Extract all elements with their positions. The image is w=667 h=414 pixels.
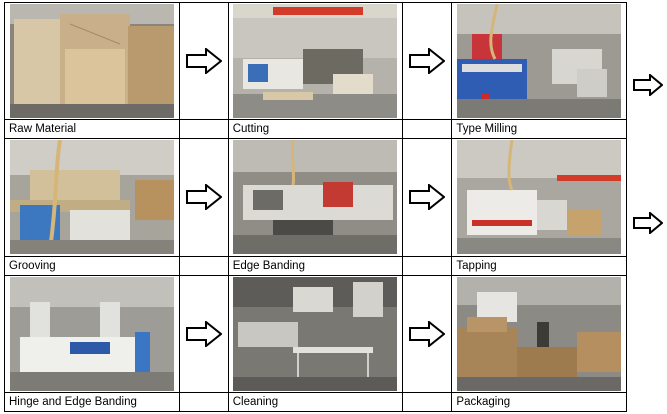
step-image-cell	[451, 274, 627, 393]
raw-material-photo	[9, 4, 174, 118]
arrow-cell	[402, 1, 453, 121]
right-arrow-icon	[409, 320, 446, 347]
step-image-cell	[4, 274, 180, 393]
step-label: Edge Banding	[227, 255, 404, 276]
step-label: Tapping	[451, 255, 627, 276]
hinge-and-edge-banding-photo	[9, 276, 174, 391]
grooving-photo	[9, 140, 174, 255]
step-image-cell	[451, 138, 627, 257]
packaging-photo	[457, 276, 622, 391]
type-milling-photo	[457, 4, 622, 118]
step-image-cell	[227, 1, 404, 121]
step-image-cell	[227, 274, 404, 393]
cleaning-photo	[233, 276, 398, 391]
step-label: Type Milling	[451, 119, 627, 140]
step-image-cell	[4, 138, 180, 257]
cutting-photo	[233, 4, 398, 118]
right-arrow-icon	[185, 184, 222, 211]
right-arrow-icon	[633, 74, 663, 96]
arrow-cell	[402, 274, 453, 393]
step-label: Cleaning	[227, 391, 404, 413]
tapping-photo	[457, 140, 622, 255]
step-label: Cutting	[227, 119, 404, 140]
process-table: Raw Material Cutting Type Milling	[4, 1, 627, 413]
edge-banding-photo	[233, 140, 398, 255]
right-arrow-icon	[185, 48, 222, 75]
step-label: Raw Material	[4, 119, 180, 140]
right-arrow-icon	[185, 320, 222, 347]
right-arrow-icon	[633, 212, 663, 234]
step-image-cell	[4, 1, 180, 121]
arrow-cell	[178, 274, 229, 393]
right-arrow-icon	[409, 184, 446, 211]
step-label: Grooving	[4, 255, 180, 276]
arrow-cell	[402, 138, 453, 257]
arrow-cell	[178, 1, 229, 121]
step-image-cell	[451, 1, 627, 121]
step-image-cell	[227, 138, 404, 257]
arrow-cell	[178, 138, 229, 257]
right-arrow-icon	[409, 48, 446, 75]
step-label: Hinge and Edge Banding	[4, 391, 180, 413]
step-label: Packaging	[451, 391, 627, 413]
